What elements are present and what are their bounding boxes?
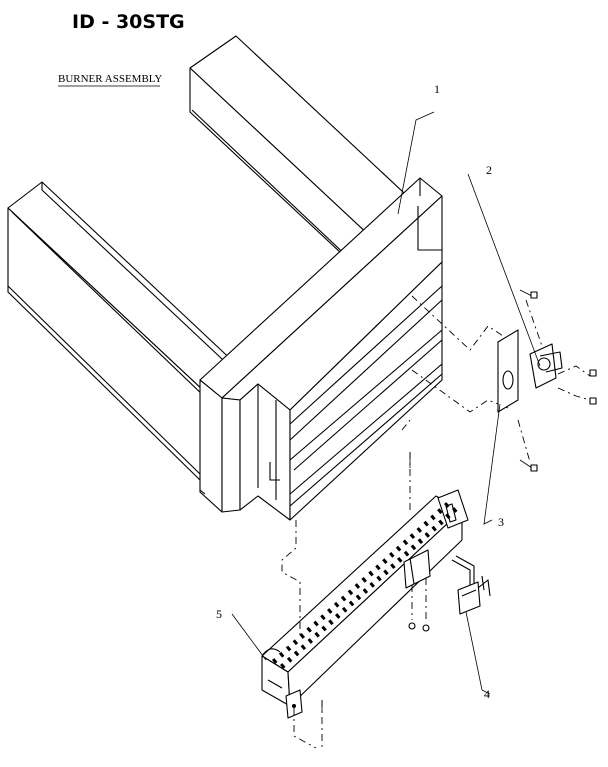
orifice-plate-part-2 xyxy=(497,289,597,472)
burner-port xyxy=(430,514,436,521)
burner-port xyxy=(417,538,424,545)
callout-3: 3 xyxy=(498,515,504,529)
alignment-line xyxy=(281,520,301,636)
burner-port xyxy=(300,644,307,651)
burner-port xyxy=(347,589,354,596)
leader-5 xyxy=(231,613,267,661)
burner-port xyxy=(314,631,320,638)
burner-port xyxy=(272,658,278,664)
leader-4 xyxy=(465,611,491,695)
alignment-line xyxy=(401,419,411,431)
burner-port xyxy=(403,550,410,557)
burner-port xyxy=(341,606,348,613)
burner-port xyxy=(293,650,300,657)
burner-port xyxy=(292,639,299,646)
burner-port xyxy=(410,544,417,551)
callout-1: 1 xyxy=(434,82,440,96)
burner-port xyxy=(395,545,402,552)
burner-port xyxy=(354,583,361,589)
burner-port xyxy=(280,663,286,669)
burner-port xyxy=(390,563,396,570)
burner-port xyxy=(424,532,431,538)
burner-housing-part-1 xyxy=(7,35,443,521)
burner-port xyxy=(444,502,450,508)
burner-port xyxy=(376,575,382,582)
burner-port xyxy=(355,594,362,601)
leader-1 xyxy=(397,111,435,215)
burner-port xyxy=(369,581,375,588)
burner-port xyxy=(438,519,444,526)
burner-port xyxy=(368,570,374,577)
burner-port xyxy=(278,651,285,658)
burner-port xyxy=(313,620,319,627)
burner-port xyxy=(328,619,334,626)
burner-port xyxy=(416,527,423,533)
burner-port xyxy=(327,608,333,614)
callout-4: 4 xyxy=(484,687,490,701)
section-title: BURNER ASSEMBLY xyxy=(58,73,162,85)
burner-port xyxy=(333,601,340,608)
burner-port xyxy=(362,588,369,594)
burner-port xyxy=(437,508,443,515)
burner-port xyxy=(382,558,388,565)
burner-port xyxy=(445,513,451,520)
burner-port xyxy=(285,645,292,652)
burner-port xyxy=(361,576,367,583)
burner-tube-part-5 xyxy=(261,489,469,719)
burner-port xyxy=(423,520,429,527)
burner-port xyxy=(431,525,437,532)
mounting-screws xyxy=(321,452,430,750)
burner-port xyxy=(383,569,389,576)
igniter-part-4 xyxy=(451,555,491,615)
burner-port xyxy=(396,556,403,563)
alignment-line xyxy=(293,708,317,749)
burner-port xyxy=(286,656,293,663)
burner-port xyxy=(299,633,306,639)
burner-port xyxy=(375,564,381,571)
burner-port xyxy=(389,551,395,558)
burner-port xyxy=(348,600,355,607)
callout-2: 2 xyxy=(486,163,492,177)
burner-port xyxy=(321,625,327,632)
burner-port xyxy=(402,539,409,546)
burner-port xyxy=(340,595,347,602)
burner-port xyxy=(409,533,416,540)
model-title: ID - 30STG xyxy=(72,11,185,33)
callout-5: 5 xyxy=(216,607,222,621)
burner-port xyxy=(452,507,458,513)
leader-2 xyxy=(467,173,541,367)
burner-port xyxy=(320,614,326,621)
burner-ports xyxy=(272,502,458,669)
burner-port xyxy=(307,638,314,644)
burner-port xyxy=(335,613,341,619)
leader-3 xyxy=(483,403,501,525)
alignment-line xyxy=(411,295,513,351)
burner-port xyxy=(306,626,312,633)
